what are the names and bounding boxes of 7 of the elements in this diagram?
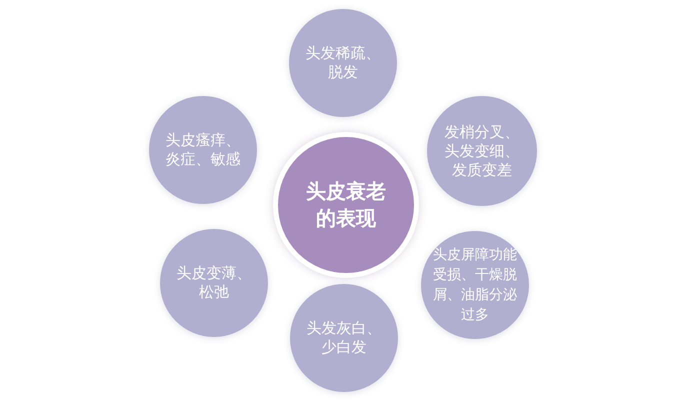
circle-label: 头发稀疏、脱发: [304, 44, 382, 82]
circle-label: 头皮屏障功能受损、干燥脱屑、油脂分泌过多: [432, 246, 518, 325]
circle-label: 头皮瘙痒、炎症、敏感: [164, 131, 242, 169]
circle-label: 头皮变薄、松弛: [176, 264, 252, 302]
circle-label: 头发灰白、少白发: [306, 319, 382, 357]
circle-label: 发梢分叉、头发变细、发质变差: [444, 122, 520, 180]
circle-label: 头皮衰老的表现: [305, 178, 387, 232]
